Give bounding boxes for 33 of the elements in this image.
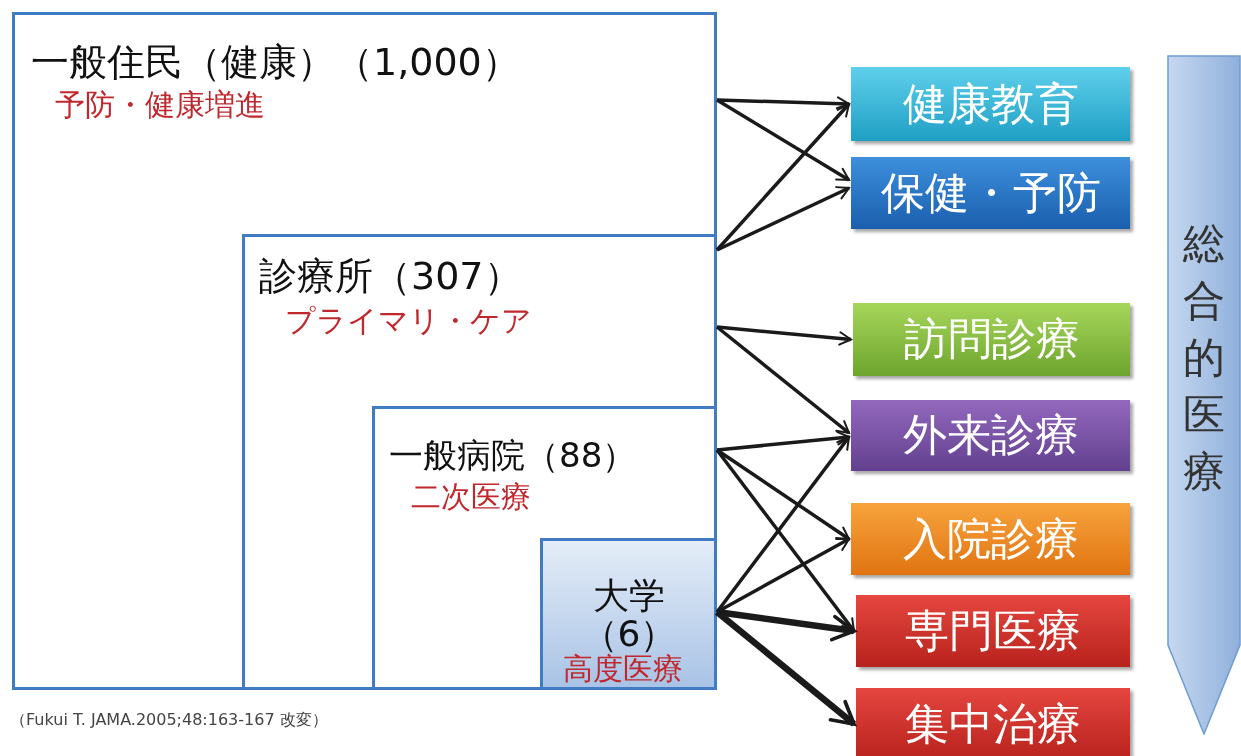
box-title: 診療所（307） [259, 253, 522, 300]
box-subtitle: 予防・健康増進 [55, 86, 265, 124]
box-title: 大学（6） [581, 577, 678, 653]
vertical-label: 総合的医療 [1182, 218, 1226, 498]
arrow [716, 448, 850, 541]
arrow [716, 537, 850, 614]
box-subtitle: 二次医療 [411, 478, 531, 516]
category-box: 外来診療 [851, 400, 1130, 471]
arrow [714, 609, 857, 727]
category-box: 集中治療 [856, 688, 1130, 756]
arrow [715, 325, 851, 435]
arrow [716, 186, 850, 252]
category-box: 訪問診療 [853, 303, 1130, 376]
region-box [12, 12, 717, 690]
category-box: 健康教育 [851, 67, 1130, 141]
box-title: 一般病院（88） [389, 434, 637, 477]
region-box [242, 234, 717, 690]
inner-box [540, 538, 717, 690]
arrow [716, 98, 850, 182]
source-note: （Fukui T. JAMA.2005;48:163-167 改変） [10, 710, 328, 731]
category-box: 保健・予防 [851, 157, 1130, 229]
arrow-banner [1167, 55, 1241, 735]
arrow [716, 608, 856, 642]
box-title: 一般住民（健康）（1,000） [31, 39, 520, 86]
region-box [372, 406, 717, 690]
arrow [716, 430, 850, 452]
category-box: 専門医療 [856, 595, 1130, 667]
arrow [715, 102, 851, 252]
arrow [716, 96, 850, 111]
category-box: 入院診療 [851, 503, 1130, 575]
arrow [715, 435, 851, 614]
box-subtitle: プライマリ・ケア [285, 302, 532, 340]
arrow [716, 325, 852, 346]
